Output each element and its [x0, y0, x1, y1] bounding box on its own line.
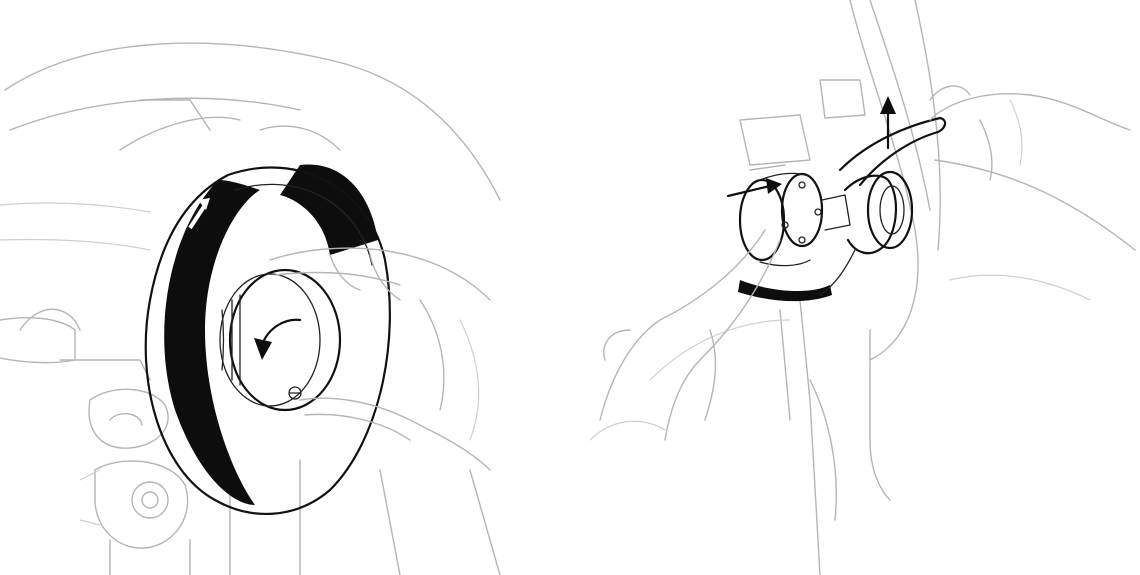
hand-pointer [590, 230, 780, 440]
panel-right-bobbin-winder [570, 0, 1140, 575]
handwheel-illustration [0, 0, 570, 575]
bobbin-winder [738, 118, 945, 301]
rotation-arrow [254, 320, 300, 360]
machine-outline-sketch [650, 0, 1090, 575]
bobbin-winder-illustration [570, 0, 1140, 575]
panel-left-handwheel [0, 0, 570, 575]
handwheel [146, 164, 390, 513]
hand [270, 248, 500, 575]
hand [930, 86, 1135, 250]
